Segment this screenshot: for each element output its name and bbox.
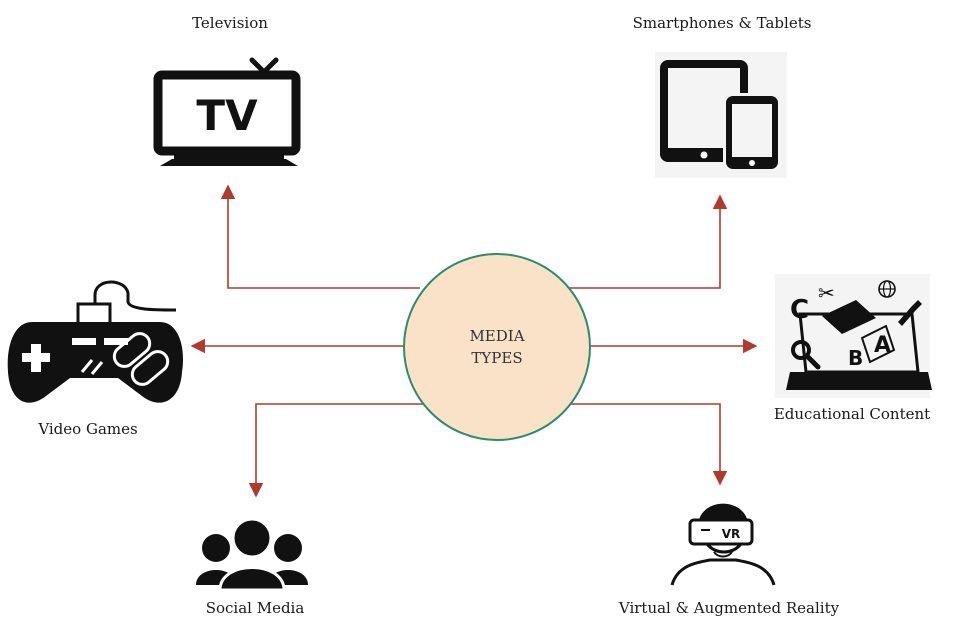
node-smartphones: Smartphones & Tablets bbox=[633, 14, 812, 178]
node-video-games: Video Games bbox=[7, 280, 184, 438]
center-circle bbox=[403, 253, 591, 441]
education-laptop-icon: C A B ✂ bbox=[775, 274, 932, 398]
people-icon bbox=[196, 517, 308, 592]
center-label-line2: TYPES bbox=[471, 349, 522, 367]
tv-icon-text: TV bbox=[196, 91, 258, 140]
center-label-line1: MEDIA bbox=[469, 327, 524, 345]
node-television: Television TV bbox=[153, 14, 301, 166]
arrow-to-social-media bbox=[248, 403, 425, 498]
arrow-to-smartphones bbox=[565, 194, 728, 289]
tv-icon: TV bbox=[153, 57, 301, 166]
connectors bbox=[190, 184, 758, 498]
node-social-media: Social Media bbox=[196, 517, 308, 617]
devices-icon bbox=[655, 52, 787, 178]
smartphones-label: Smartphones & Tablets bbox=[633, 14, 812, 32]
dropper-icon bbox=[898, 300, 922, 326]
vr-headset-icon: VR bbox=[670, 503, 776, 586]
arrow-to-television bbox=[220, 184, 420, 289]
arrow-to-vr bbox=[565, 403, 728, 486]
edu-letter-c: C bbox=[790, 295, 809, 325]
center-node: MEDIA TYPES bbox=[403, 253, 591, 441]
video-games-label: Video Games bbox=[37, 420, 137, 438]
educational-label: Educational Content bbox=[774, 405, 930, 423]
node-vr: VR Virtual & Augmented Reality bbox=[618, 503, 840, 617]
vr-icon-text: VR bbox=[722, 527, 741, 541]
television-label: Television bbox=[192, 14, 268, 32]
scissors-icon: ✂ bbox=[818, 281, 835, 305]
social-media-label: Social Media bbox=[206, 599, 305, 617]
edu-letter-a: A bbox=[874, 333, 891, 358]
vr-label: Virtual & Augmented Reality bbox=[618, 599, 840, 617]
gamepad-icon bbox=[7, 280, 184, 403]
node-educational: C A B ✂ Educational Content bbox=[774, 274, 932, 423]
edu-letter-b: B bbox=[848, 346, 863, 370]
